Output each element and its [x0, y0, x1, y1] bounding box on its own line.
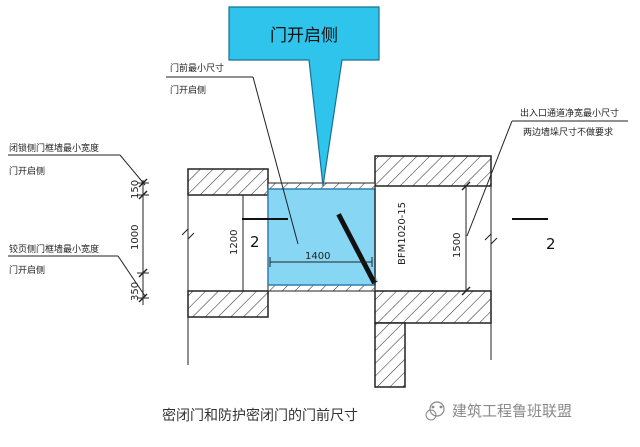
section-mark-left-number: 2 — [250, 233, 260, 251]
leader-hinge-side — [8, 255, 146, 297]
door-leaf — [336, 211, 378, 285]
leader-lock-side — [8, 154, 146, 186]
leader-passage — [466, 120, 628, 237]
callout-box — [228, 6, 380, 187]
wall-upper-right — [374, 155, 492, 187]
dimension-1400-line — [269, 257, 373, 267]
label-passage-note: 两边墙垛尺寸不做要求 — [523, 126, 613, 138]
wall-lower-left — [187, 290, 269, 318]
dim-1000-text: 1000 — [130, 225, 141, 250]
wall-lower-right — [374, 290, 492, 324]
dimension-1200-line — [238, 194, 248, 292]
dim-1200-text: 1200 — [229, 230, 240, 255]
label-passage-min: 出入口通道净宽最小尺寸 — [520, 107, 619, 119]
section-mark-right-number: 2 — [546, 235, 556, 253]
wall-upper-left — [187, 168, 269, 196]
label-door-front-side: 门开启侧 — [170, 84, 206, 96]
label-hinge-side-open: 门开启侧 — [9, 264, 45, 276]
label-hinge-side-min: 铰页侧门框墙最小宽度 — [9, 243, 99, 255]
door-code-text: BFM1020-15 — [397, 202, 408, 265]
callout-title: 门开启侧 — [270, 26, 338, 46]
wall-stub-bottom — [374, 322, 406, 388]
dim-1400-text: 1400 — [305, 251, 330, 262]
label-lock-side-open: 门开启侧 — [9, 165, 45, 177]
door-frame-bottom — [267, 284, 376, 292]
label-lock-side-min: 闭锁侧门框墙最小宽度 — [9, 142, 99, 154]
break-symbol-right — [484, 232, 498, 246]
dimension-1500-line — [461, 181, 471, 296]
door-front-zone — [267, 188, 376, 286]
caption-text: 密闭门和防护密闭门的门前尺寸 — [162, 407, 358, 424]
watermark-text: 建筑工程鲁班联盟 — [452, 402, 572, 420]
dim-150-text: 150 — [130, 180, 141, 199]
dim-1500-text: 1500 — [452, 233, 463, 258]
label-door-front-min: 门前最小尺寸 — [170, 62, 224, 74]
door-frame-top — [267, 182, 376, 190]
dim-350-text: 350 — [130, 282, 141, 301]
watermark-logo-icon — [425, 401, 445, 421]
leader-door-front — [166, 76, 299, 245]
break-symbol-left — [181, 227, 195, 241]
